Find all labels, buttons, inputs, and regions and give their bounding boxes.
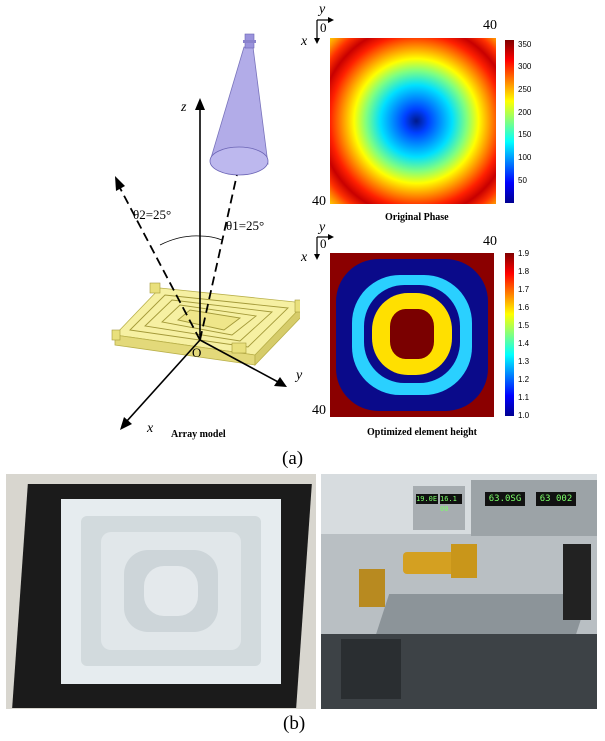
theta2-arc — [159, 235, 201, 246]
phase-y-axis-label: y — [319, 2, 326, 17]
height-tick-1-1: 1.1 — [518, 393, 530, 402]
height-colorbar — [505, 253, 514, 416]
y-axis-label: y — [296, 368, 303, 383]
horn-feed — [451, 544, 477, 578]
height-tick-1-8: 1.8 — [518, 267, 530, 276]
panel-b-label: (b) — [283, 713, 306, 734]
phase-colorbar — [505, 40, 514, 203]
panel-a-label: (a) — [282, 448, 304, 469]
height-x-axis-label: x — [301, 250, 308, 265]
height-corner-0: 0 — [320, 236, 327, 251]
phase-tick-200: 200 — [518, 108, 532, 117]
height-tick-1-5: 1.5 — [518, 321, 530, 330]
phase-corner-bottom-left: 40 — [312, 194, 326, 209]
phase-caption: Original Phase — [385, 212, 449, 223]
height-caption: Optimized element height — [367, 427, 477, 438]
height-tick-1-9: 1.9 — [518, 249, 530, 258]
y-axis — [199, 339, 281, 384]
height-axes-svg — [314, 234, 334, 260]
phase-x-axis-label: x — [301, 34, 308, 49]
x-axis-label: x — [147, 421, 154, 436]
height-tick-1-4: 1.4 — [518, 339, 530, 348]
readout-2: 63 002 — [536, 492, 576, 506]
phase-tick-350: 350 — [518, 40, 532, 49]
phase-tick-100: 100 — [518, 153, 532, 162]
readout-3: 19.0E — [416, 494, 438, 504]
origin-label: O — [192, 345, 202, 360]
height-corner-bottom-left: 40 — [312, 403, 326, 418]
mount-block — [359, 569, 385, 607]
second-supply — [413, 486, 465, 530]
readout-4: 16.1 00 — [440, 494, 462, 513]
array-model-diagram: z y x O θ2=25° θ1=25° Array model — [0, 0, 306, 445]
x-axis — [125, 339, 201, 423]
reflected-ray — [119, 187, 201, 341]
measurement-setup-photo: 63.0SG 63 002 19.0E 16.1 00 — [321, 474, 597, 709]
height-tick-1-7: 1.7 — [518, 285, 530, 294]
incident-ray — [199, 169, 239, 341]
height-y-axis-label: y — [319, 220, 326, 235]
height-tick-1-6: 1.6 — [518, 303, 530, 312]
dut-panel — [563, 544, 591, 620]
optimized-height-panel: y x 0 40 40 1.9 1.8 1.7 1.6 1.5 1.4 1.3 … — [300, 220, 605, 447]
theta1-label: θ1=25° — [226, 218, 265, 233]
height-tick-1-2: 1.2 — [518, 375, 530, 384]
theta2-label: θ2=25° — [133, 207, 172, 222]
height-corner-top-right: 40 — [483, 234, 497, 249]
z-axis-label: z — [181, 100, 187, 115]
height-tick-1-3: 1.3 — [518, 357, 530, 366]
array-model-svg — [111, 33, 306, 430]
height-tick-1-0: 1.0 — [518, 411, 530, 420]
array-model-caption: Array model — [171, 429, 226, 440]
horn-antenna-icon — [209, 33, 269, 176]
phase-tick-300: 300 — [518, 62, 532, 71]
fabricated-lens-photo — [6, 474, 316, 709]
phase-corner-top-right: 40 — [483, 18, 497, 33]
phase-axes-svg — [314, 17, 334, 44]
theta1-arc — [199, 235, 223, 241]
power-supply-unit — [471, 480, 597, 536]
phase-tick-150: 150 — [518, 130, 532, 139]
array-plate — [111, 282, 306, 366]
phase-tick-50: 50 — [518, 176, 527, 185]
height-heatmap — [330, 253, 494, 417]
phase-tick-250: 250 — [518, 85, 532, 94]
original-phase-panel: y x 0 40 40 350 300 250 200 150 100 50 O… — [300, 0, 605, 228]
phase-corner-0: 0 — [320, 20, 327, 35]
phase-heatmap — [330, 38, 496, 204]
readout-1: 63.0SG — [485, 492, 525, 506]
